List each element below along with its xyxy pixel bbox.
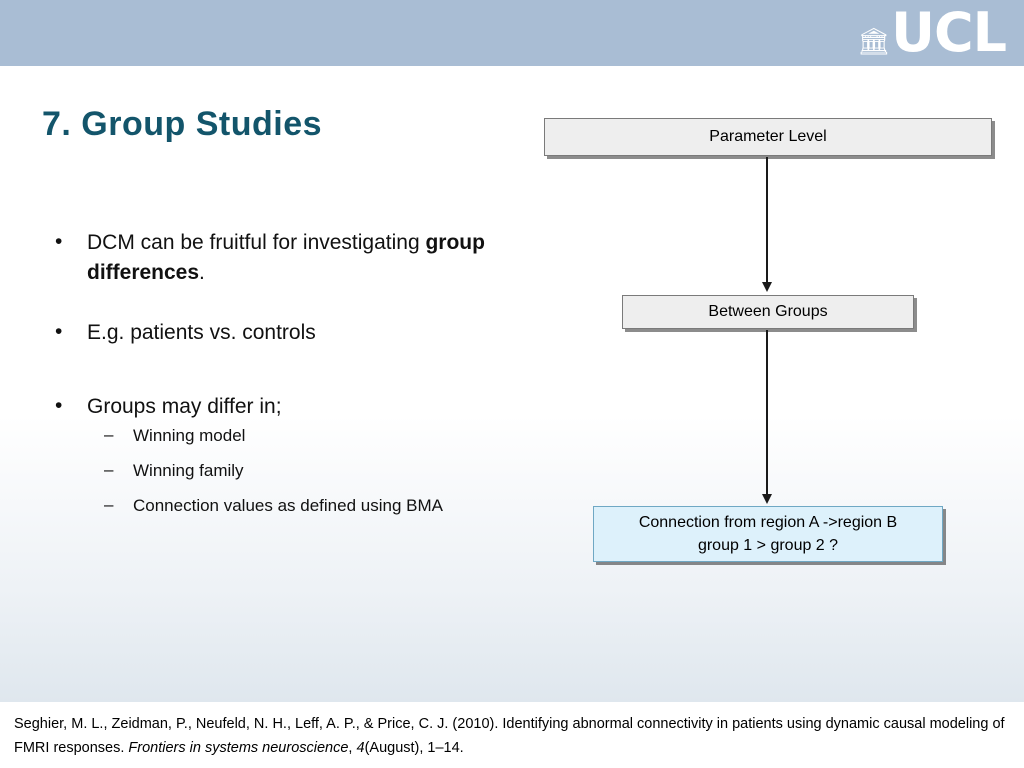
citation-text: Seghier, M. L., Zeidman, P., Neufeld, N.…: [14, 712, 1009, 760]
diagram-box-between-groups: Between Groups: [622, 295, 914, 329]
bullet-text: E.g. patients vs. controls: [87, 321, 316, 344]
bullet-text-part: DCM can be fruitful for investigating: [87, 231, 426, 254]
ucl-crest-icon: 🏛: [857, 26, 890, 56]
slide-body: [0, 66, 1024, 702]
page-title: 7. Group Studies: [42, 105, 323, 143]
arrow-parameter-to-between: [762, 157, 772, 292]
bullet-text-end: .: [199, 261, 205, 284]
diagram-box-connection-question: Connection from region A ->region B grou…: [593, 506, 943, 562]
list-item: • DCM can be fruitful for investigating …: [55, 228, 505, 288]
list-item: • E.g. patients vs. controls: [55, 318, 505, 348]
citation-volume: 4: [356, 740, 365, 756]
arrow-head-icon: [762, 494, 772, 504]
bullet-marker-icon: •: [55, 230, 63, 253]
dash-marker-icon: –: [104, 460, 114, 479]
dash-marker-icon: –: [104, 425, 114, 444]
connection-line-2: group 1 > group 2 ?: [697, 537, 839, 554]
bullet-marker-icon: •: [55, 320, 63, 343]
arrow-between-to-connection: [762, 330, 772, 504]
ucl-logo: 🏛 UCL: [857, 1, 1007, 64]
citation-journal: Frontiers in systems neuroscience: [128, 740, 349, 756]
bullet-list: • DCM can be fruitful for investigating …: [55, 228, 505, 527]
list-item: – Winning family: [104, 457, 505, 484]
citation-part-3: (August), 1–14.: [364, 740, 464, 756]
citation-part-2: ,: [348, 740, 357, 756]
arrow-head-icon: [762, 282, 772, 292]
flow-diagram: Parameter Level Between Groups Connectio…: [540, 110, 1000, 590]
list-item: – Connection values as defined using BMA: [104, 492, 505, 519]
list-item: • Groups may differ in;: [55, 392, 505, 422]
list-item: – Winning model: [104, 422, 505, 449]
dash-marker-icon: –: [104, 495, 114, 514]
header-banner: 🏛 UCL: [0, 0, 1024, 66]
bullet-text: Groups may differ in;: [87, 395, 282, 418]
bullet-text: DCM can be fruitful for investigating gr…: [87, 228, 505, 288]
diagram-box-parameter-level: Parameter Level: [544, 118, 992, 156]
sub-bullet-text: Connection values as defined using BMA: [133, 496, 443, 515]
connection-line-1: Connection from region A ->region B: [638, 514, 898, 531]
sub-bullet-text: Winning family: [133, 461, 244, 480]
sub-bullet-text: Winning model: [133, 426, 246, 445]
bullet-marker-icon: •: [55, 394, 63, 417]
sub-bullet-list: – Winning model – Winning family – Conne…: [104, 422, 505, 519]
bullet-text-bold: group differences: [87, 231, 485, 284]
ucl-logo-text: UCL: [891, 1, 1007, 64]
citation-part-1: Seghier, M. L., Zeidman, P., Neufeld, N.…: [14, 716, 1005, 756]
